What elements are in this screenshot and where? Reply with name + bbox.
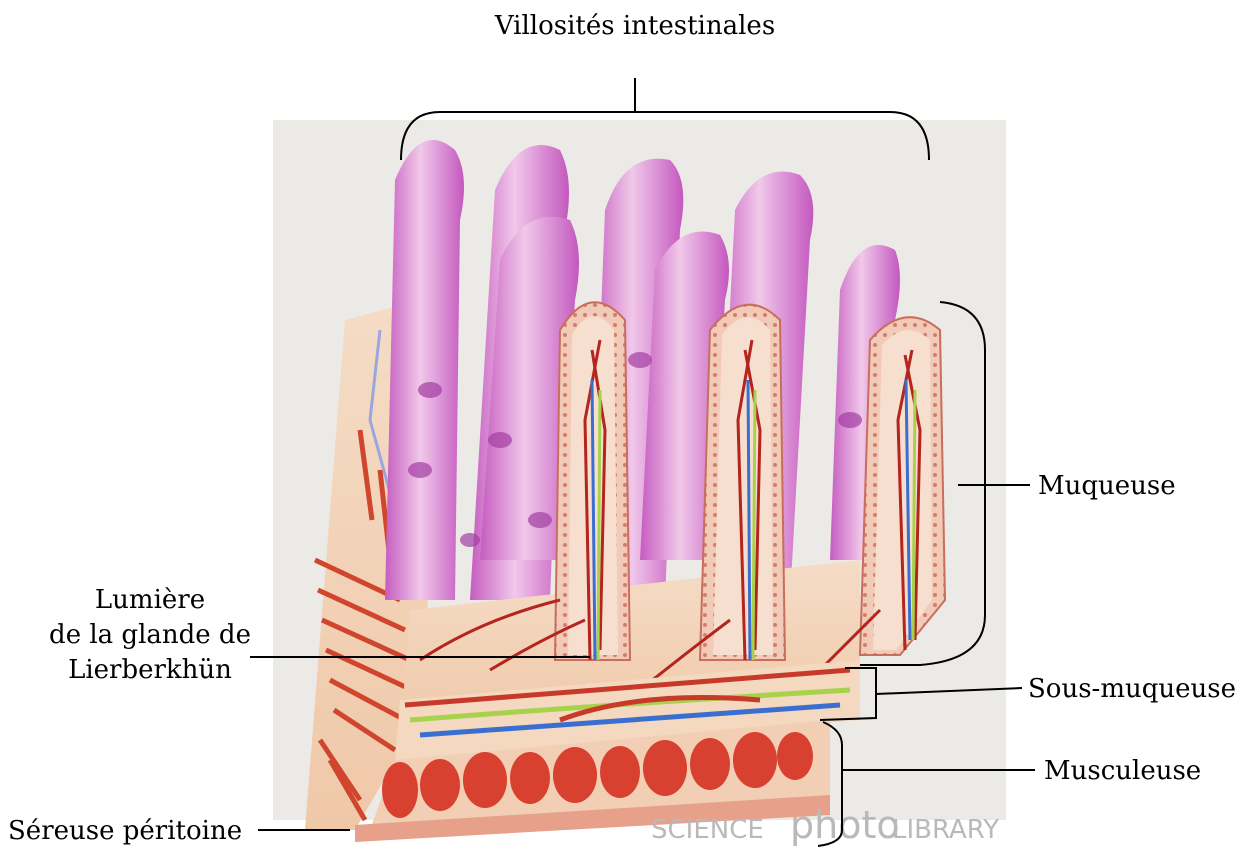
watermark-science: SCIENCE xyxy=(651,815,764,845)
label-muscularis: Musculeuse xyxy=(1044,756,1201,786)
label-lumen-line3: Lierberkhün xyxy=(68,655,232,685)
label-lumen-line1: Lumière xyxy=(95,585,205,615)
label-mucosa: Muqueuse xyxy=(1038,471,1176,501)
watermark-photo: photo xyxy=(790,803,900,847)
label-lumen-line2: de la glande de xyxy=(49,620,251,650)
label-villi: Villosités intestinales xyxy=(494,11,775,41)
label-serosa: Séreuse péritoine xyxy=(8,816,242,846)
watermark-library: LIBRARY xyxy=(892,815,999,845)
label-submucosa: Sous-muqueuse xyxy=(1028,674,1236,704)
